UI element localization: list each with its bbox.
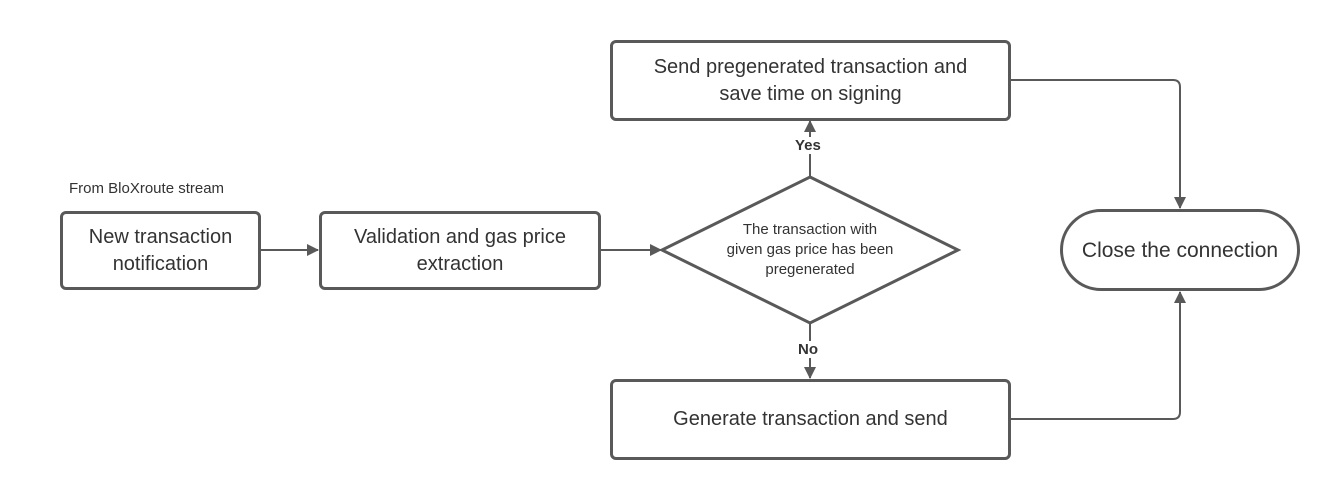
edge-label-no: No — [795, 341, 821, 358]
node-new-transaction-notification: New transaction notification — [60, 211, 261, 290]
source-label: From BloXroute stream — [69, 180, 225, 197]
node-decision-pregenerated: The transaction with given gas price has… — [726, 221, 894, 278]
node-close-connection: Close the connection — [1060, 209, 1300, 291]
edge-label-yes: Yes — [792, 137, 824, 154]
node-generate-and-send: Generate transaction and send — [610, 379, 1011, 460]
node-send-pregenerated: Send pregenerated transaction and save t… — [610, 40, 1011, 121]
arrow-generate-to-close — [1011, 291, 1186, 420]
arrow-send-pregen-to-close — [1011, 79, 1186, 209]
decision-diamond-shape — [658, 175, 962, 325]
node-validation-extraction: Validation and gas price extraction — [319, 211, 601, 290]
